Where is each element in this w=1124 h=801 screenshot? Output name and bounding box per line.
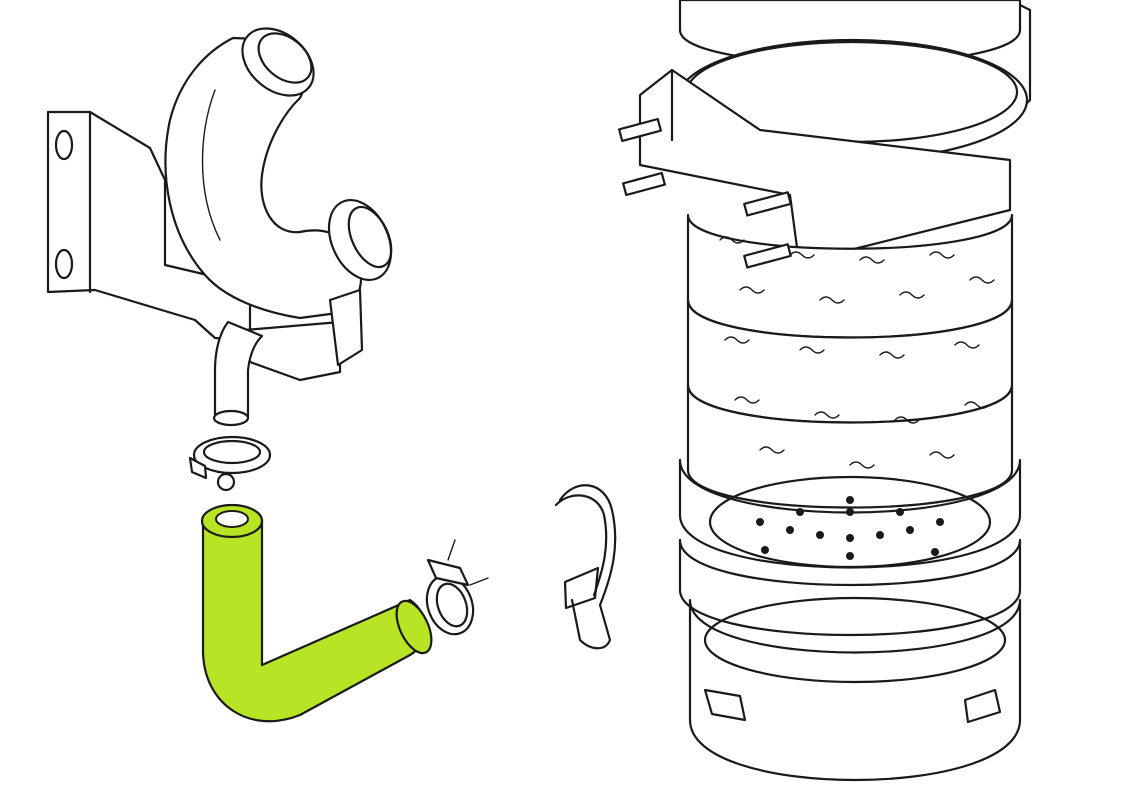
stud-2	[622, 171, 666, 197]
plate-hole-lower	[54, 248, 74, 280]
plate-holes	[756, 496, 944, 560]
clamp-lower-screw-leader	[447, 539, 456, 561]
filter-bottom-cup	[688, 598, 1022, 781]
clamp-upper-band	[192, 435, 272, 475]
elbow-latch	[328, 288, 364, 367]
stud-4	[743, 243, 792, 269]
stud-3	[743, 191, 792, 217]
clamp-lower-leader	[469, 577, 489, 586]
hose-elbow-body	[201, 518, 427, 723]
drain-spigot-end	[212, 409, 250, 427]
filter-media-lower	[686, 383, 1014, 509]
filter-media-texture	[719, 236, 995, 469]
filter-bottom-rim	[703, 596, 1007, 684]
wire-clip-outer	[558, 484, 617, 650]
drain-spigot	[213, 320, 264, 420]
stud-1	[618, 117, 662, 143]
clamp-lower-inner	[435, 582, 469, 628]
elbow-top-opening	[257, 32, 313, 84]
threaded-studs	[618, 117, 792, 269]
bottom-latch-right	[963, 688, 1002, 724]
wire-clip-buckle	[563, 566, 600, 610]
perforated-plate	[708, 475, 992, 569]
clamp-upper-tab	[188, 456, 208, 480]
wire-clip-part	[554, 484, 617, 650]
elbow-contour	[201, 89, 221, 241]
filter-ring-middle	[678, 538, 1022, 637]
bracket-elbow-part	[46, 27, 393, 427]
wire-clip-inner	[554, 494, 608, 597]
air-filter-assembly	[618, 0, 1032, 781]
hose-clamp-upper	[188, 435, 272, 492]
clamp-lower-housing	[426, 558, 470, 587]
plate-hole-upper	[54, 129, 74, 161]
bottom-latch-left	[703, 688, 747, 722]
elbow-collar	[243, 320, 342, 382]
hose-elbow-side-end	[395, 599, 433, 655]
elbow-side-opening	[347, 205, 393, 269]
hose-elbow-highlighted	[200, 503, 433, 723]
clamp-upper-screw	[216, 472, 236, 492]
mounting-plate	[46, 110, 252, 342]
mounting-strap	[638, 68, 1012, 272]
clamp-upper-inner	[202, 439, 262, 465]
hose-clamp-lower	[425, 539, 489, 636]
hose-elbow-top-bore	[215, 510, 249, 528]
